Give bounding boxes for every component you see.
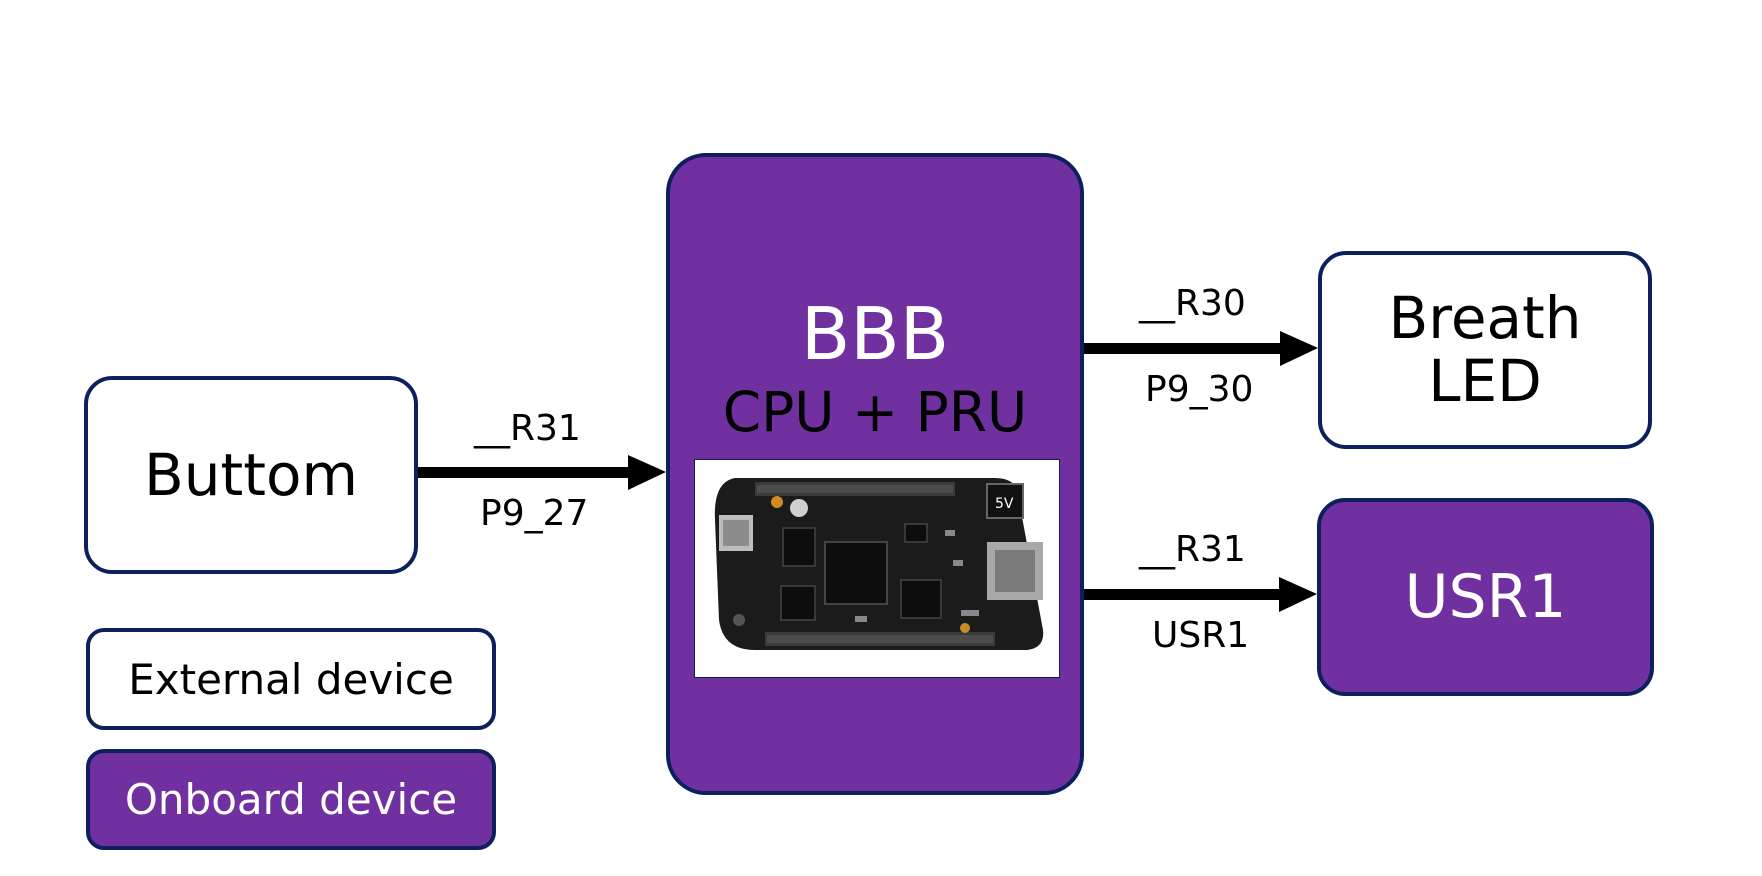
usr1-led-node: USR1 — [1317, 498, 1654, 696]
usr1-register-label: __R31 — [1139, 529, 1246, 570]
arrow-bbb-to-breath-led — [1084, 331, 1318, 366]
breath-register-label: __R30 — [1139, 283, 1246, 324]
beaglebone-board-image: 5V — [694, 459, 1060, 678]
bbb-subtitle: CPU + PRU — [722, 380, 1028, 444]
legend-external-device: External device — [86, 628, 496, 730]
breath-led-node: Breath LED — [1318, 251, 1652, 449]
arrow-bbb-to-usr1 — [1084, 577, 1317, 612]
buttom-device-node: Buttom — [84, 376, 418, 574]
legend-onboard-device: Onboard device — [86, 749, 496, 850]
svg-text:5V: 5V — [995, 496, 1014, 512]
arrow-buttom-to-bbb — [418, 455, 666, 490]
breath-pin-label: P9_30 — [1145, 369, 1254, 410]
input-pin-label: P9_27 — [480, 493, 589, 534]
breath-led-label-line1: Breath — [1388, 284, 1582, 353]
input-register-label: __R31 — [474, 408, 581, 449]
bbb-title: BBB — [800, 292, 950, 376]
legend-onboard-label: Onboard device — [124, 775, 458, 824]
beaglebone-black-board-icon: 5V — [714, 478, 1044, 650]
bbb-cpu-pru-node: BBB CPU + PRU 5V — [666, 153, 1084, 795]
breath-led-label-line2: LED — [1428, 347, 1542, 415]
buttom-label: Buttom — [143, 441, 359, 509]
usr1-pin-label: USR1 — [1152, 615, 1250, 656]
usr1-label: USR1 — [1404, 562, 1567, 632]
legend-external-label: External device — [128, 654, 454, 704]
